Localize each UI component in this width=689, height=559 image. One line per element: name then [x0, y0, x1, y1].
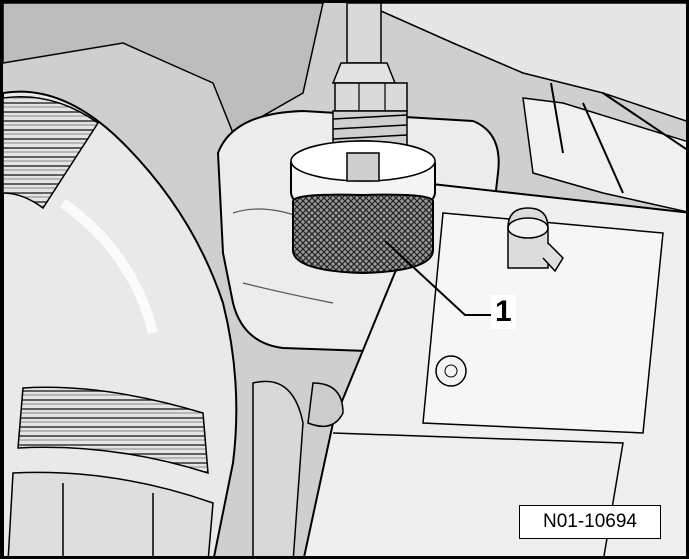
cross-brace: [522, 97, 686, 213]
knurled-cap: [292, 193, 434, 275]
callout-leader-line: [384, 240, 491, 316]
engine-bay-illustration: [3, 3, 686, 556]
brackets: [550, 82, 686, 194]
duct-bellows: [3, 95, 100, 210]
tester-hose: [346, 3, 382, 64]
hose-clamp: [7, 471, 214, 556]
upper-left-component: [3, 3, 324, 135]
hex-nut: [334, 82, 408, 112]
figure-id-label: N01-10694: [519, 505, 661, 539]
callout-number: 1: [491, 295, 516, 329]
